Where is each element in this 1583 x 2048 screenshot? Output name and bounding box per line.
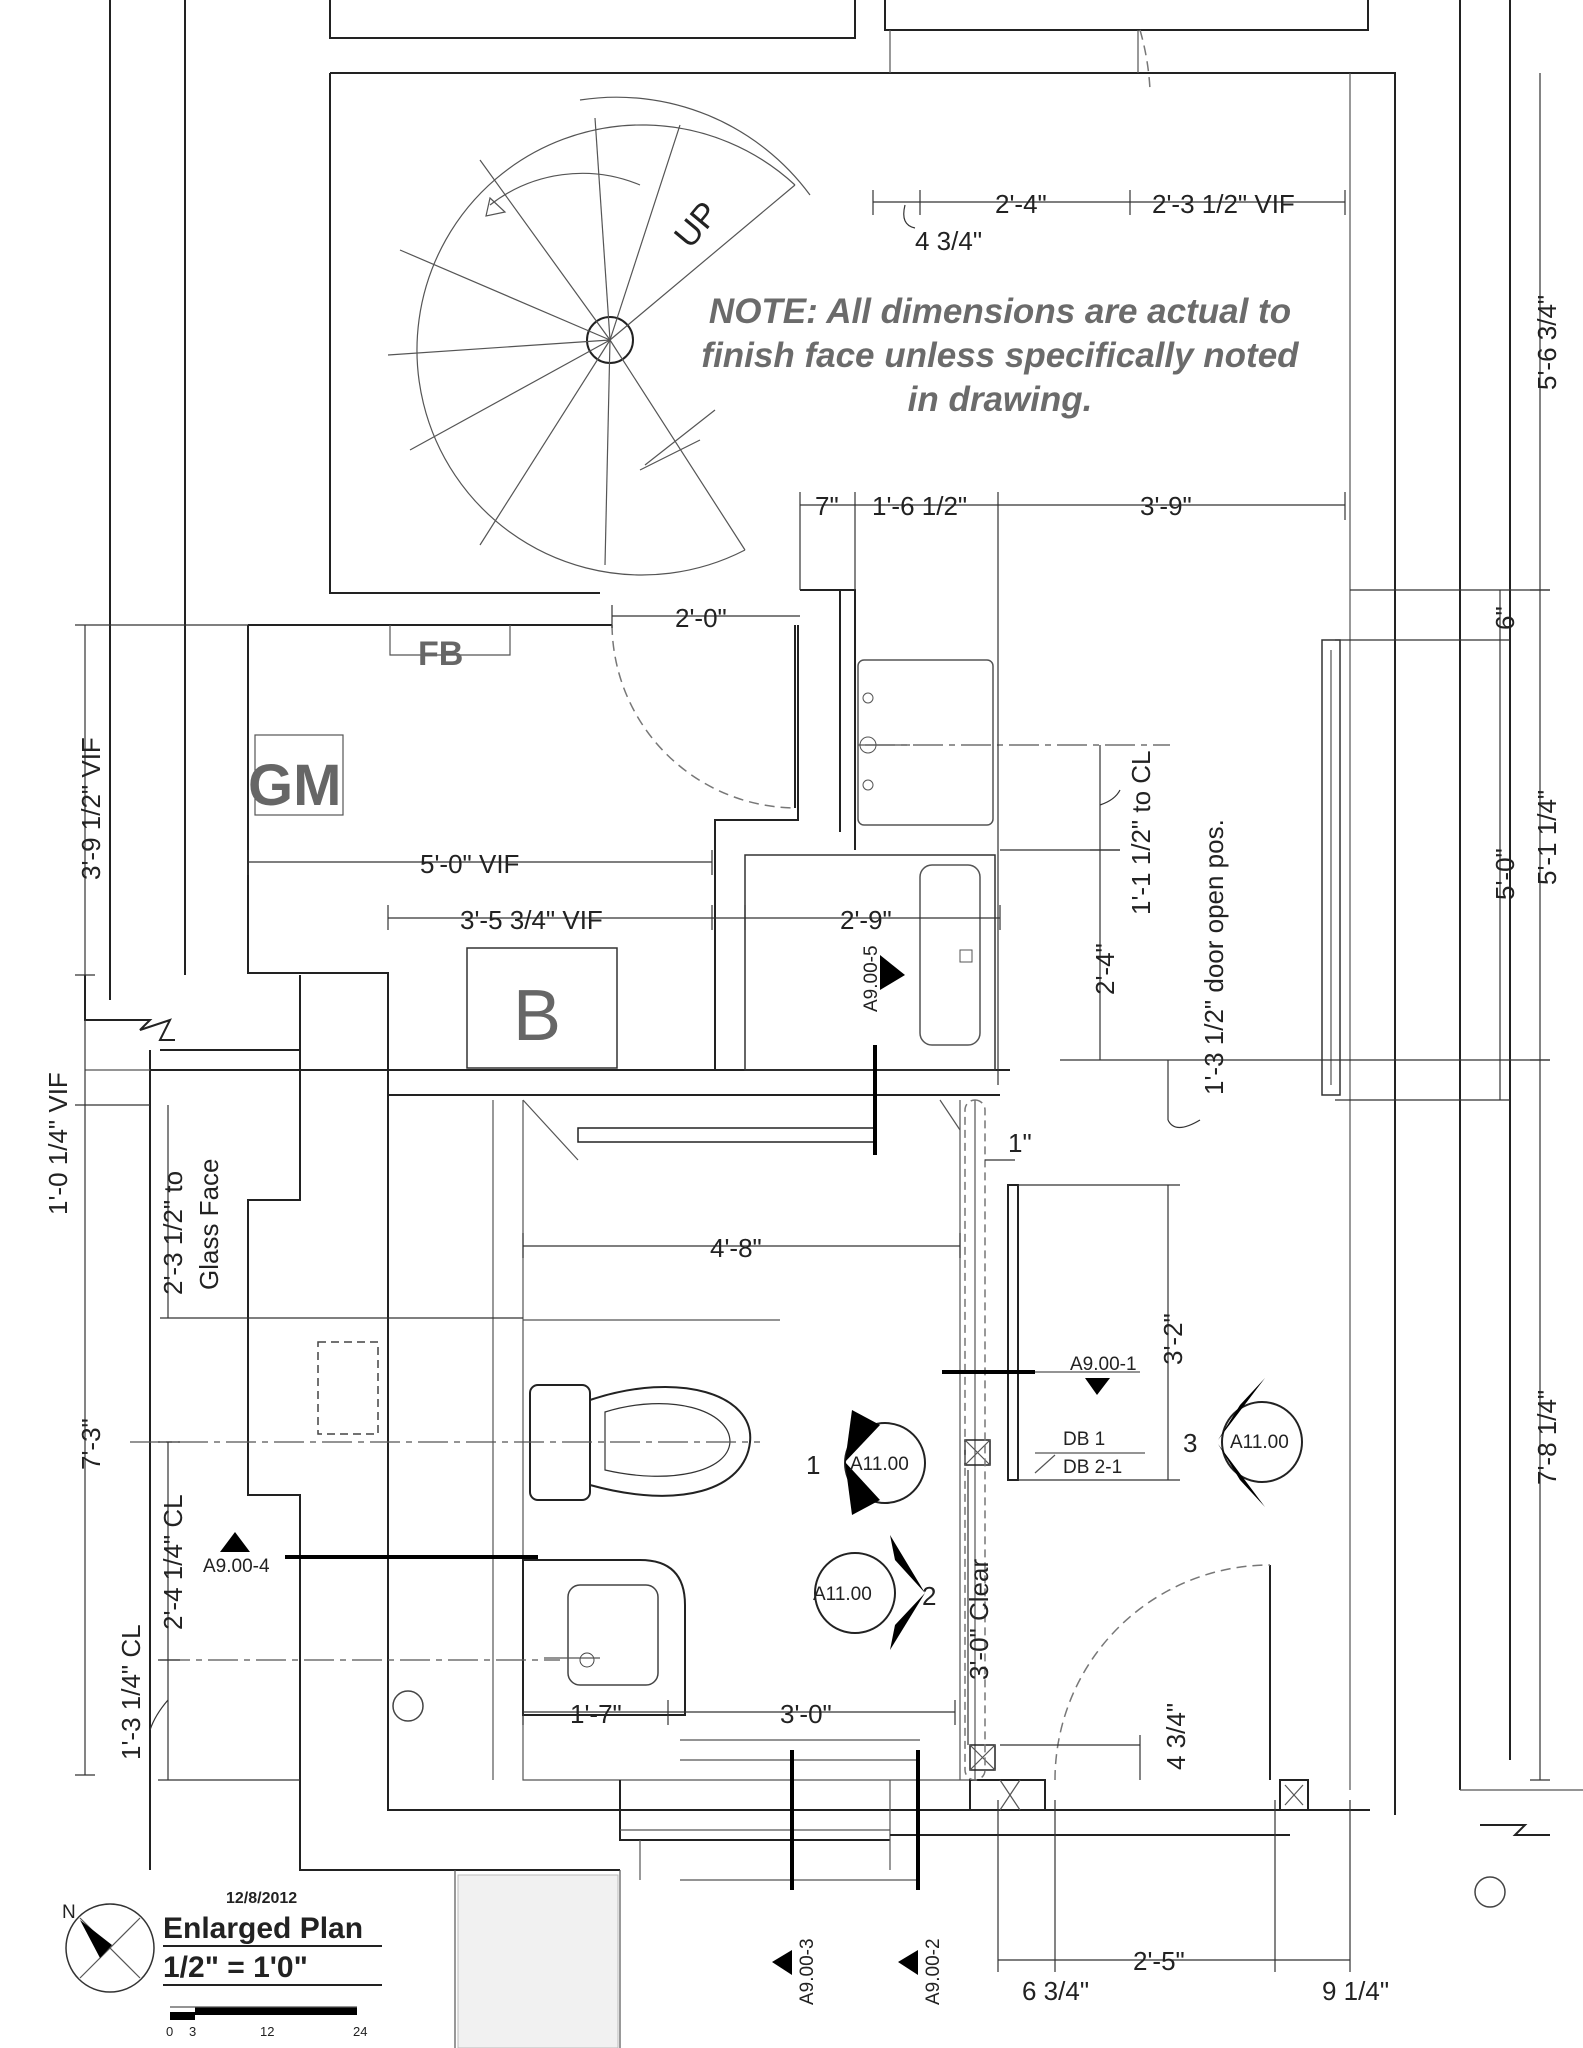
dim-2-0: 2'-0" — [675, 603, 727, 633]
dim-7: 7" — [815, 491, 839, 521]
dim-1-0-1-4-vif: 1'-0 1/4" VIF — [43, 1072, 73, 1215]
north-arrow-icon — [80, 1920, 112, 1958]
scale-bar — [170, 2012, 195, 2020]
dim-2-5: 2'-5" — [1133, 1946, 1185, 1976]
fixtures: FB GM B — [130, 625, 1506, 1908]
dim-5-0-vif: 5'-0" VIF — [420, 849, 519, 879]
dim-4-3-4-b: 4 3/4" — [1161, 1703, 1191, 1770]
dim-2-4-b: 2'-4" — [1090, 943, 1120, 995]
elev3-num: 3 — [1183, 1428, 1197, 1458]
scale-3: 3 — [189, 2024, 196, 2039]
dim-3-5-3-4-vif: 3'-5 3/4" VIF — [460, 905, 603, 935]
plan-date: 12/8/2012 — [226, 1890, 297, 1907]
door-tags: DB 1 DB 2-1 — [1034, 1429, 1145, 1478]
dim-3-2: 3'-2" — [1158, 1313, 1188, 1365]
title-block: N 12/8/2012 Enlarged Plan 1/2" = 1'0" 0 … — [62, 1890, 382, 2039]
tag-a9-00-2: A9.00-2 — [923, 1938, 944, 2005]
dim-9-1-4: 9 1/4" — [1322, 1976, 1389, 2006]
general-note: NOTE: All dimensions are actual to finis… — [701, 292, 1299, 419]
dim-6: 6" — [1490, 606, 1520, 630]
dim-7-8-1-4: 7'-8 1/4" — [1532, 1390, 1562, 1485]
dim-3-9: 3'-9" — [1140, 491, 1192, 521]
dim-2-4: 2'-4" — [995, 189, 1047, 219]
dim-glass-face-2: Glass Face — [194, 1159, 224, 1291]
tag-a9-00-1: A9.00-1 — [1070, 1354, 1137, 1375]
scale-12: 12 — [260, 2024, 274, 2039]
dim-3-0-clear: 3'-0" Clear — [964, 1559, 994, 1680]
scale-24: 24 — [353, 2024, 367, 2039]
dimension-texts: 2'-4" 2'-3 1/2" VIF 4 3/4" 7" 1'-6 1/2" … — [43, 189, 1562, 2006]
walls — [84, 0, 1583, 2048]
stair-up-label: UP — [667, 195, 726, 256]
dim-1-7: 1'-7" — [570, 1699, 622, 1729]
dimension-lines — [75, 73, 1550, 1972]
section-cuts: A9.00-5 A9.00-1 A9.00-4 A9.00-3 A9.00-2 — [203, 945, 1140, 2005]
elevation-markers: A11.00 1 A11.00 2 A11.00 3 — [806, 1378, 1303, 1650]
dim-5-0: 5'-0" — [1490, 848, 1520, 900]
door-tag-db2: DB 2-1 — [1063, 1457, 1122, 1478]
b-label: B — [513, 976, 561, 1056]
dim-7-3: 7'-3" — [76, 1418, 106, 1470]
elev2-ref: A11.00 — [813, 1584, 872, 1605]
plan-title: Enlarged Plan — [163, 1912, 363, 1945]
tag-a9-00-4: A9.00-4 — [203, 1556, 270, 1577]
gm-label: GM — [248, 753, 341, 818]
door-tag-db1: DB 1 — [1063, 1429, 1105, 1450]
dim-2-3-half-vif: 2'-3 1/2" VIF — [1152, 189, 1295, 219]
plan-scale: 1/2" = 1'0" — [163, 1951, 308, 1984]
tag-a9-00-5: A9.00-5 — [861, 945, 882, 1012]
dim-1-3-1-4-cl: 1'-3 1/4" CL — [116, 1624, 146, 1760]
dim-1-3-half-door: 1'-3 1/2" door open pos. — [1199, 819, 1229, 1095]
dim-2-9: 2'-9" — [840, 905, 892, 935]
note-line-1: NOTE: All dimensions are actual to — [709, 292, 1291, 331]
note-line-2: finish face unless specifically noted — [701, 336, 1299, 375]
note-line-3: in drawing. — [908, 380, 1093, 419]
dim-4-8: 4'-8" — [710, 1233, 762, 1263]
dim-5-6-3-4: 5'-6 3/4" — [1532, 295, 1562, 390]
elev3-ref: A11.00 — [1230, 1432, 1289, 1453]
dim-6-3-4: 6 3/4" — [1022, 1976, 1089, 2006]
dim-4-3-4: 4 3/4" — [915, 226, 982, 256]
north-label: N — [62, 1902, 76, 1923]
doors — [611, 29, 1341, 1781]
fb-label: FB — [418, 635, 463, 673]
elev1-ref: A11.00 — [850, 1454, 909, 1475]
dim-1-6-half: 1'-6 1/2" — [872, 491, 967, 521]
dim-3-9-half-vif: 3'-9 1/2" VIF — [76, 737, 106, 880]
dim-5-1-1-4: 5'-1 1/4" — [1532, 790, 1562, 885]
scale-0: 0 — [166, 2024, 173, 2039]
elev2-num: 2 — [922, 1581, 936, 1611]
dim-2-4-1-4-cl: 2'-4 1/4" CL — [158, 1494, 188, 1630]
dim-1: 1" — [1008, 1128, 1032, 1158]
dim-glass-face-1: 2'-3 1/2" to — [158, 1171, 188, 1295]
elev1-num: 1 — [806, 1450, 820, 1480]
dim-3-0: 3'-0" — [780, 1699, 832, 1729]
tag-a9-00-3: A9.00-3 — [797, 1938, 818, 2005]
dim-1-1-half-to-cl: 1'-1 1/2" to CL — [1126, 750, 1156, 915]
